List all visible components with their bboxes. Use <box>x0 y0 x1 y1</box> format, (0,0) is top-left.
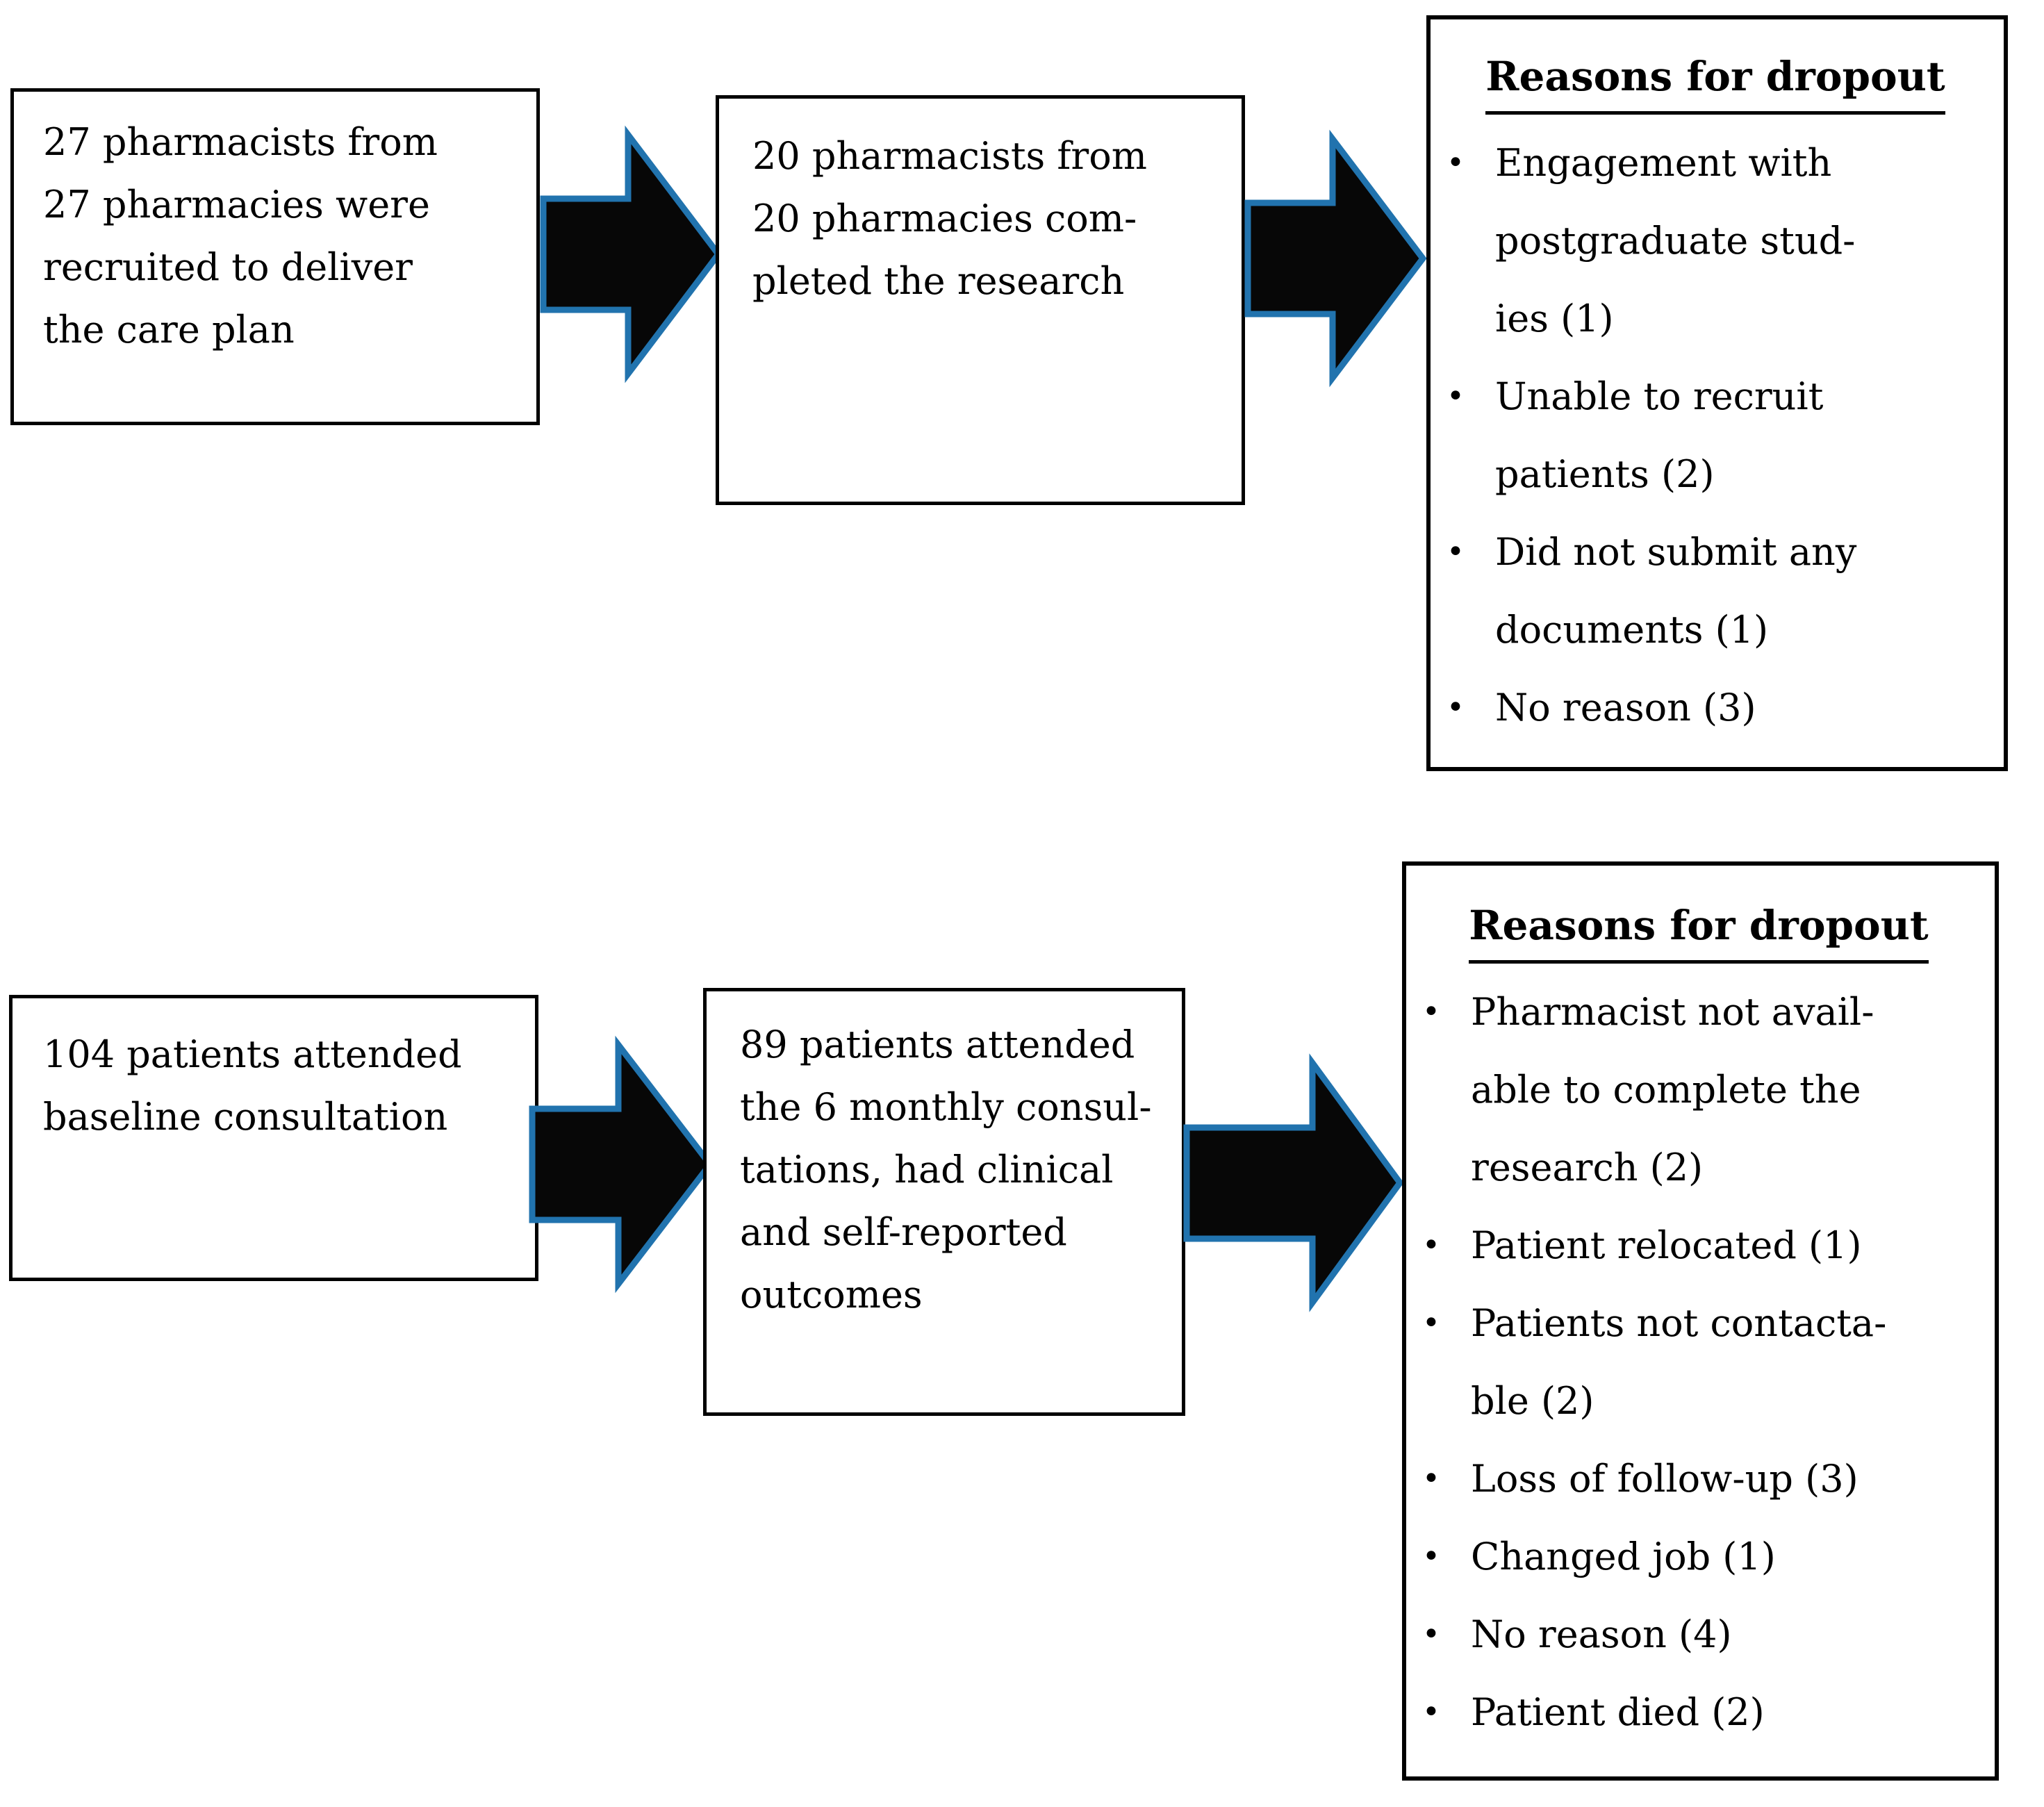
dropout-title-text: Reasons for dropout <box>1485 44 1945 115</box>
box-text-line: 27 pharmacies were <box>43 183 430 226</box>
box-text-line: outcomes <box>740 1273 923 1317</box>
box-pharmacists-completed: 20 pharmacists from 20 pharmacies com- p… <box>716 95 1245 505</box>
dropout-item: • Patient died (2) <box>1417 1674 1981 1751</box>
dropout-item: • Patients not contacta- ble (2) <box>1417 1285 1981 1440</box>
dropout-item-line: postgraduate stud- <box>1495 219 1856 263</box>
dropout-item-line: Patient relocated (1) <box>1471 1223 1862 1267</box>
dropout-item-line: research (2) <box>1471 1146 1704 1189</box>
dropout-item: • Did not submit any documents (1) <box>1441 513 1990 669</box>
dropout-item-line: No reason (4) <box>1471 1612 1732 1656</box>
dropout-item-line: Engagement with <box>1495 141 1832 185</box>
dropout-item-line: Patients not contacta- <box>1471 1301 1887 1345</box>
right-block-arrow-icon <box>1183 1053 1404 1312</box>
dropout-item-line: Pharmacist not avail- <box>1471 990 1874 1034</box>
dropout-item: • No reason (3) <box>1441 669 1990 747</box>
bullet-icon: • <box>1422 1461 1440 1496</box>
box-text-line: pleted the research <box>752 259 1125 303</box>
dropout-item-line: Changed job (1) <box>1471 1535 1776 1578</box>
dropout-item-line: Patient died (2) <box>1471 1690 1765 1734</box>
box-text-line: 20 pharmacists from <box>752 134 1147 178</box>
bullet-icon: • <box>1422 1539 1440 1574</box>
dropout-title-text: Reasons for dropout <box>1469 893 1929 964</box>
box-dropout-reasons-pharmacists: Reasons for dropout • Engagement with po… <box>1426 15 2008 771</box>
dropout-item-line: Loss of follow-up (3) <box>1471 1457 1858 1501</box>
bullet-icon: • <box>1422 1228 1440 1263</box>
box-text-line: baseline consultation <box>43 1095 448 1139</box>
box-patients-completed: 89 patients attended the 6 monthly consu… <box>703 988 1185 1416</box>
box-text-line: 89 patients attended <box>740 1023 1135 1066</box>
dropout-item: • Pharmacist not avail- able to complete… <box>1417 973 1981 1207</box>
box-text-line: 104 patients attended <box>43 1032 462 1076</box>
box-text-line: 27 pharmacists from <box>43 120 438 164</box>
right-block-arrow-icon <box>1244 129 1427 388</box>
dropout-item: • Loss of follow-up (3) <box>1417 1440 1981 1518</box>
dropout-item-line: able to complete the <box>1471 1068 1861 1112</box>
dropout-title: Reasons for dropout <box>1417 893 1981 964</box>
box-dropout-reasons-patients: Reasons for dropout • Pharmacist not ava… <box>1402 861 1999 1781</box>
bullet-icon: • <box>1447 534 1465 570</box>
box-text-line: 20 pharmacies com- <box>752 197 1137 240</box>
dropout-item-line: documents (1) <box>1495 608 1769 652</box>
bullet-icon: • <box>1422 1694 1440 1730</box>
dropout-item-line: Did not submit any <box>1495 530 1857 574</box>
dropout-item: • No reason (4) <box>1417 1596 1981 1674</box>
dropout-item-line: No reason (3) <box>1495 686 1756 729</box>
dropout-list: • Engagement with postgraduate stud- ies… <box>1441 124 1990 747</box>
dropout-item-line: Unable to recruit <box>1495 374 1824 418</box>
dropout-list: • Pharmacist not avail- able to complete… <box>1417 973 1981 1751</box>
bullet-icon: • <box>1422 1617 1440 1652</box>
box-text-line: the 6 monthly consul- <box>740 1085 1152 1129</box>
bullet-icon: • <box>1447 379 1465 414</box>
bullet-icon: • <box>1447 690 1465 725</box>
box-pharmacists-recruited: 27 pharmacists from 27 pharmacies were r… <box>10 88 540 425</box>
box-text-line: the care plan <box>43 308 295 352</box>
dropout-item-line: ies (1) <box>1495 297 1614 340</box>
box-text-line: tations, had clinical <box>740 1148 1114 1191</box>
right-block-arrow-icon <box>529 1035 714 1294</box>
dropout-item: • Engagement with postgraduate stud- ies… <box>1441 124 1990 358</box>
dropout-item-line: ble (2) <box>1471 1379 1594 1423</box>
box-patients-baseline: 104 patients attended baseline consultat… <box>9 995 538 1281</box>
dropout-item: • Unable to recruit patients (2) <box>1441 358 1990 513</box>
bullet-icon: • <box>1422 1305 1440 1341</box>
dropout-item-line: patients (2) <box>1495 452 1715 496</box>
dropout-item: • Patient relocated (1) <box>1417 1207 1981 1285</box>
bullet-icon: • <box>1447 145 1465 181</box>
right-block-arrow-icon <box>540 125 723 383</box>
dropout-title: Reasons for dropout <box>1441 44 1990 115</box>
box-text-line: and self-reported <box>740 1210 1067 1254</box>
dropout-item: • Changed job (1) <box>1417 1518 1981 1596</box>
bullet-icon: • <box>1422 994 1440 1030</box>
box-text-line: recruited to deliver <box>43 245 413 289</box>
